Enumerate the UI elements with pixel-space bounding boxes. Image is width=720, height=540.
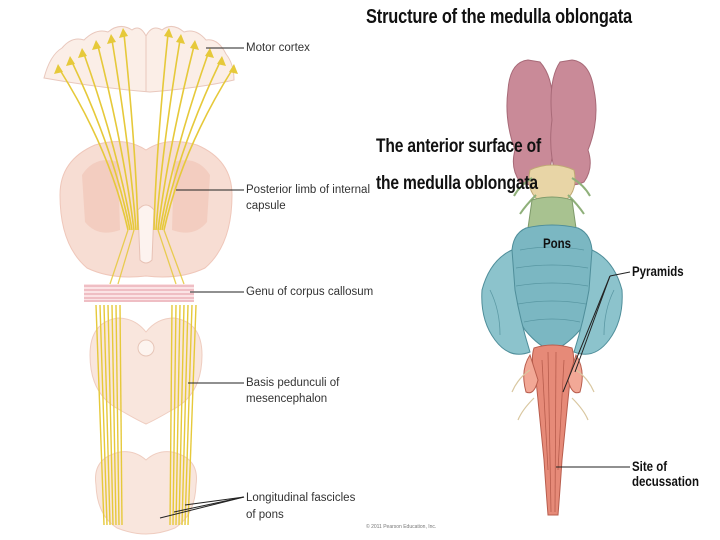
lentiform-right bbox=[172, 160, 210, 233]
pons-section bbox=[95, 451, 197, 535]
cranial-nerve-roots bbox=[513, 177, 591, 215]
capsule-to-midbrain-tracts bbox=[109, 229, 185, 285]
subtitle-line1: The anterior surface of bbox=[376, 136, 542, 157]
left-leader-lines bbox=[159, 47, 245, 519]
right-cerebral-lobe bbox=[550, 59, 597, 186]
lentiform-left bbox=[82, 160, 120, 233]
tract-arrowheads bbox=[54, 28, 238, 74]
midbrain-section bbox=[89, 317, 203, 425]
pyramid-ridges bbox=[541, 351, 565, 513]
cerebral-aqueduct bbox=[137, 339, 155, 357]
label-corpus-callosum: Genu of corpus callosum bbox=[246, 286, 374, 298]
slide-title: Structure of the medulla oblongata bbox=[366, 6, 632, 28]
lower-tracts-right bbox=[169, 304, 197, 526]
upper-tracts-left bbox=[59, 33, 139, 231]
label-internal-capsule-line1: Posterior limb of internal bbox=[246, 184, 370, 196]
label-longitudinal-fascicles-line2: of pons bbox=[246, 509, 284, 521]
upper-tracts-right bbox=[153, 33, 233, 231]
pons-striations bbox=[489, 246, 615, 336]
label-motor-cortex: Motor cortex bbox=[246, 42, 310, 54]
medulla-oblongata bbox=[531, 344, 575, 516]
olive-right bbox=[567, 353, 583, 394]
brainstem-illustration bbox=[481, 59, 631, 516]
label-longitudinal-fascicles-line1: Longitudinal fascicles bbox=[246, 492, 356, 504]
label-basis-pedunculi-line2: mesencephalon bbox=[246, 393, 328, 405]
label-basis-pedunculi-line1: Basis pedunculi of bbox=[246, 377, 340, 389]
label-internal-capsule-line2: capsule bbox=[246, 200, 286, 212]
olive-left bbox=[523, 353, 539, 394]
lower-tracts-left bbox=[95, 304, 123, 526]
medulla-rootlets bbox=[511, 369, 595, 421]
label-pons: Pons bbox=[543, 236, 572, 251]
label-site-of-decussation: Site of decussation bbox=[632, 459, 699, 489]
motor-pathway-diagram bbox=[43, 26, 245, 535]
label-pyramids: Pyramids bbox=[632, 264, 684, 279]
corpus-callosum-band bbox=[84, 284, 194, 302]
copyright-notice: © 2011 Pearson Education, Inc. bbox=[366, 524, 437, 530]
cerebellar-peduncle-left bbox=[481, 249, 531, 355]
right-leader-lines bbox=[556, 271, 631, 468]
subtitle-line2: the medulla oblongata bbox=[376, 173, 538, 194]
ventricle bbox=[137, 204, 155, 264]
